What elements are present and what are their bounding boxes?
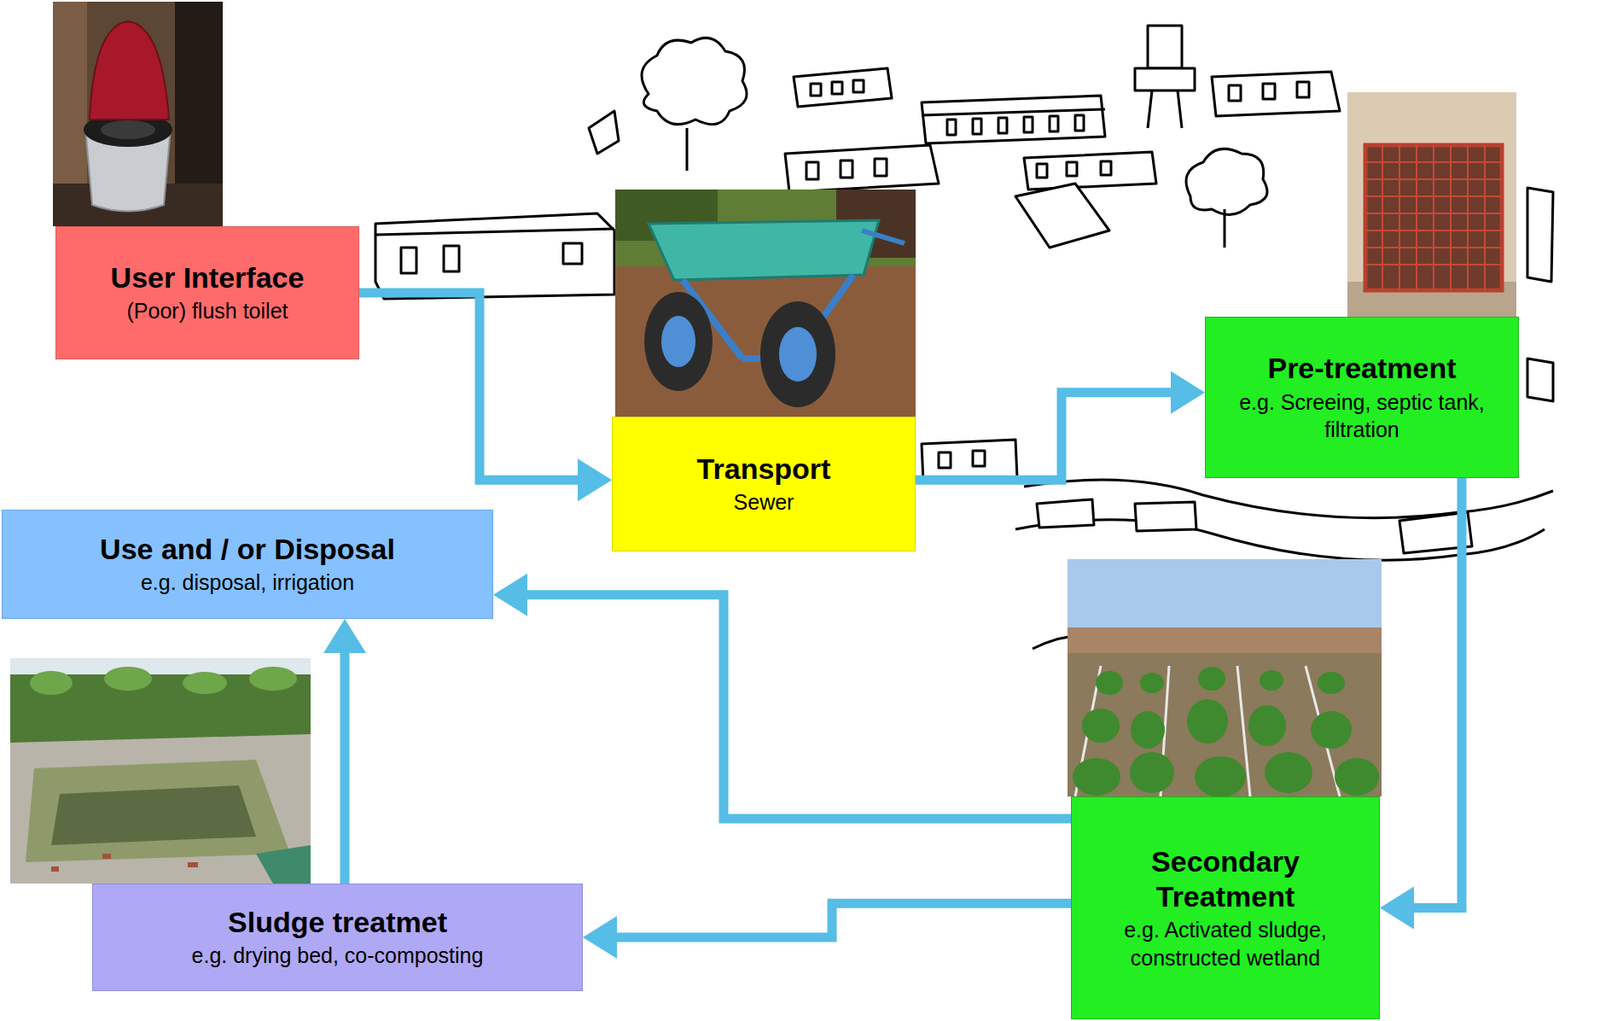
arrow-line	[915, 392, 1173, 480]
box-heading: User Interface	[110, 260, 305, 296]
process-box: Sludge treatmete.g. drying bed, co-compo…	[92, 883, 583, 991]
flow-arrow	[493, 573, 1071, 819]
arrow-head	[1170, 371, 1205, 414]
flow-arrow	[359, 292, 612, 501]
town-sketch	[375, 25, 1554, 649]
box-heading: Sludge treatmet	[227, 904, 448, 940]
process-box: User Interface(Poor) flush toilet	[55, 226, 360, 360]
process-box: Secondary Treatmente.g. Activated sludge…	[1070, 796, 1380, 1019]
arrow-line	[615, 902, 1071, 937]
box-heading: Transport	[697, 451, 832, 487]
flow-arrow	[915, 371, 1205, 480]
screen-photo	[1347, 92, 1517, 317]
box-text: e.g. Activated sludge, constructed wetla…	[1082, 915, 1369, 972]
flow-arrow	[323, 618, 367, 884]
arrow-line	[359, 292, 580, 480]
arrow-head	[1379, 886, 1414, 930]
arrow-line	[1412, 477, 1462, 908]
box-heading: Use and / or Disposal	[99, 531, 396, 567]
arrow-line	[340, 651, 350, 884]
arrow-line	[525, 594, 1071, 819]
arrow-head	[493, 573, 528, 617]
wetland-photo	[1067, 558, 1382, 798]
flow-arrow	[582, 902, 1071, 959]
drying-bed-photo	[10, 657, 311, 884]
process-box: Pre-treatmente.g. Screeing, septic tank,…	[1204, 316, 1519, 478]
arrow-head	[582, 915, 617, 959]
process-box: TransportSewer	[611, 416, 916, 552]
arrow-head	[323, 618, 367, 653]
box-text: (Poor) flush toilet	[127, 296, 289, 326]
box-text: e.g. disposal, irrigation	[140, 568, 355, 597]
box-text: e.g. Screeing, septic tank, filtration	[1216, 388, 1508, 444]
arrow-head	[577, 458, 612, 501]
box-text: Sewer	[733, 488, 795, 517]
box-text: e.g. drying bed, co-composting	[192, 941, 484, 970]
cart-photo	[615, 189, 916, 417]
box-heading: Pre-treatment	[1267, 350, 1456, 386]
toilet-photo	[52, 1, 223, 227]
process-box: Use and / or Disposale.g. disposal, irri…	[1, 509, 494, 619]
flow-arrow	[1379, 477, 1462, 930]
box-heading: Secondary Treatment	[1082, 843, 1369, 915]
